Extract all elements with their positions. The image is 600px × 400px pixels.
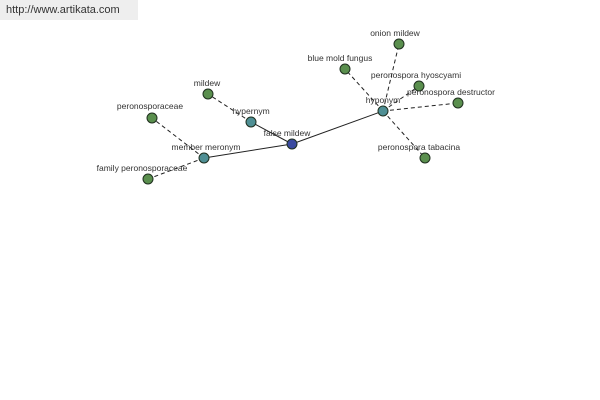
node-label-false-mildew[interactable]: false mildew — [264, 128, 312, 138]
edge-hyponym-to-peronospora-destructor — [382, 102, 459, 112]
node-label-mildew[interactable]: mildew — [194, 78, 221, 88]
node-label-family-peronosporaceae[interactable]: family peronosporaceae — [97, 163, 188, 173]
node-blue-mold-fungus[interactable] — [339, 63, 351, 75]
node-false-mildew[interactable] — [286, 138, 298, 150]
node-label-peronospora-destructor[interactable]: peronospora destructor — [407, 87, 495, 97]
edge-hyponym-to-onion-mildew — [382, 43, 400, 112]
node-family-peronosporaceae[interactable] — [142, 173, 154, 185]
node-label-peronosporaceae[interactable]: peronosporaceae — [117, 101, 183, 111]
node-peronosporaceae[interactable] — [146, 112, 158, 124]
node-onion-mildew[interactable] — [393, 38, 405, 50]
node-label-peronospora-hyoscyami[interactable]: peronospora hyoscyami — [371, 70, 461, 80]
node-peronospora-hyoscyami[interactable] — [413, 80, 425, 92]
node-hypernym[interactable] — [245, 116, 257, 128]
edge-member-meronym-to-peronosporaceae — [151, 117, 205, 159]
node-label-onion-mildew[interactable]: onion mildew — [370, 28, 420, 38]
edge-hypernym-to-mildew — [207, 93, 252, 123]
edge-member-meronym-to-family-peronosporaceae — [147, 157, 205, 180]
edge-hyponym-to-peronospora-hyoscyami — [382, 85, 420, 112]
labels-layer: false mildew member meronym hypernym hypony… — [97, 28, 495, 173]
node-mildew[interactable] — [202, 88, 214, 100]
node-label-peronospora-tabacina[interactable]: peronospora tabacina — [378, 142, 461, 152]
nodes-layer — [142, 38, 464, 185]
edge-hyponym-to-blue-mold-fungus — [344, 68, 384, 112]
node-label-blue-mold-fungus[interactable]: blue mold fungus — [308, 53, 373, 63]
site-link[interactable]: http://www.artikata.com — [0, 0, 138, 20]
node-peronospora-tabacina[interactable] — [419, 152, 431, 164]
node-peronospora-destructor[interactable] — [452, 97, 464, 109]
node-label-member-meronym[interactable]: member meronym — [172, 142, 241, 152]
edge-false-mildew-to-member-meronym — [203, 143, 293, 159]
edges-layer — [147, 43, 459, 180]
edge-hyponym-to-peronospora-tabacina — [382, 110, 426, 159]
node-member-meronym[interactable] — [198, 152, 210, 164]
edge-false-mildew-to-hypernym — [250, 121, 293, 145]
node-label-hyponym[interactable]: hyponym — [366, 95, 401, 105]
node-hyponym[interactable] — [377, 105, 389, 117]
edge-false-mildew-to-hyponym — [291, 110, 384, 145]
node-label-hypernym[interactable]: hypernym — [232, 106, 269, 116]
